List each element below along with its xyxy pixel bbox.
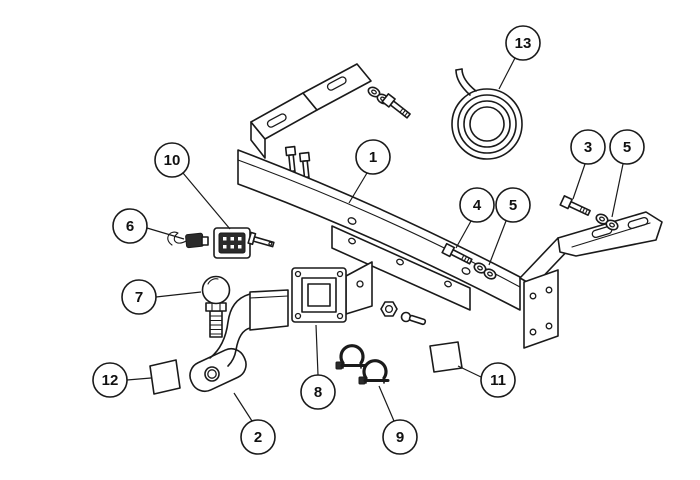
callout-4: 4 (455, 187, 495, 249)
callout-12-label: 12 (102, 372, 119, 389)
callout-13-label: 13 (515, 35, 532, 52)
part-clevis-pin (247, 231, 275, 248)
callout-3-bubble (570, 129, 606, 165)
callout-9-label: 9 (396, 429, 404, 446)
callout-2-leader (233, 392, 253, 422)
callout-12-bubble (92, 362, 128, 398)
callout-13-bubble (505, 25, 541, 61)
part-washers-5-right (595, 213, 619, 231)
part-plate-right (429, 341, 463, 373)
callout-4-bubble (459, 187, 495, 223)
callout-7-bubble (121, 279, 157, 315)
callout-8-label: 8 (314, 384, 322, 401)
callout-10-leader (182, 172, 231, 230)
part-receiver-tube (291, 261, 373, 323)
part-support-plate (331, 225, 471, 311)
callout-6: 6 (112, 208, 185, 244)
callout-3: 3 (570, 129, 606, 200)
callout-1: 1 (348, 139, 391, 204)
part-plate-left (149, 359, 181, 395)
callout-3-label: 3 (584, 139, 592, 156)
callout-3-leader (572, 163, 586, 200)
callout-11-label: 11 (490, 372, 506, 389)
callout-7: 7 (121, 279, 202, 315)
part-cable-coil (451, 68, 523, 160)
callout-1-bubble (355, 139, 391, 175)
part-towball (201, 275, 231, 338)
part-crossmember (237, 149, 521, 311)
callout-9-bubble (382, 419, 418, 455)
part-right-bracket (519, 211, 663, 349)
callout-5-right-leader (611, 163, 624, 218)
callout-8-leader (315, 324, 319, 376)
callout-10-label: 10 (164, 152, 181, 169)
callout-7-leader (155, 291, 202, 298)
callout-13: 13 (498, 25, 541, 90)
callout-6-bubble (112, 208, 148, 244)
part-upper-bracket (250, 63, 372, 159)
callout-12: 12 (92, 362, 152, 398)
callout-6-label: 6 (126, 218, 134, 235)
callout-5-centre: 5 (488, 187, 531, 266)
callout-8: 8 (300, 324, 336, 410)
callout-7-label: 7 (135, 289, 143, 306)
callout-5-right-bubble (609, 129, 645, 165)
callout-10: 10 (154, 142, 231, 230)
part-bolt-4 (441, 242, 473, 265)
callout-2-bubble (240, 419, 276, 455)
callout-5-right-label: 5 (623, 139, 631, 156)
callout-8-bubble (300, 374, 336, 410)
callout-11: 11 (457, 362, 516, 398)
part-washers-5-centre (473, 262, 497, 280)
callout-1-leader (348, 172, 368, 204)
callout-1-label: 1 (369, 149, 377, 166)
callout-12-leader (126, 377, 152, 381)
callout-9: 9 (378, 385, 418, 455)
callout-9-leader (378, 385, 395, 422)
callout-5-right: 5 (609, 129, 645, 218)
part-hitch-pin-clip (400, 311, 427, 326)
part-plug-bracket (213, 227, 251, 259)
callout-4-label: 4 (473, 197, 482, 214)
callout-4-leader (455, 220, 472, 249)
callout-2-label: 2 (254, 429, 262, 446)
part-shackles (335, 344, 390, 385)
part-wiring-plug (167, 231, 209, 249)
callout-5-centre-bubble (495, 187, 531, 223)
part-ballmount (189, 289, 289, 393)
part-bolt-3 (559, 195, 591, 216)
callout-11-bubble (480, 362, 516, 398)
callout-6-leader (146, 227, 185, 240)
callout-2: 2 (233, 392, 276, 455)
callout-13-leader (498, 57, 516, 90)
callout-5-centre-leader (488, 220, 507, 266)
part-bolt-top (381, 93, 411, 119)
callout-10-bubble (154, 142, 190, 178)
callout-11-leader (457, 365, 482, 378)
callout-5-centre-label: 5 (509, 197, 517, 214)
part-lock-nut (380, 301, 398, 317)
